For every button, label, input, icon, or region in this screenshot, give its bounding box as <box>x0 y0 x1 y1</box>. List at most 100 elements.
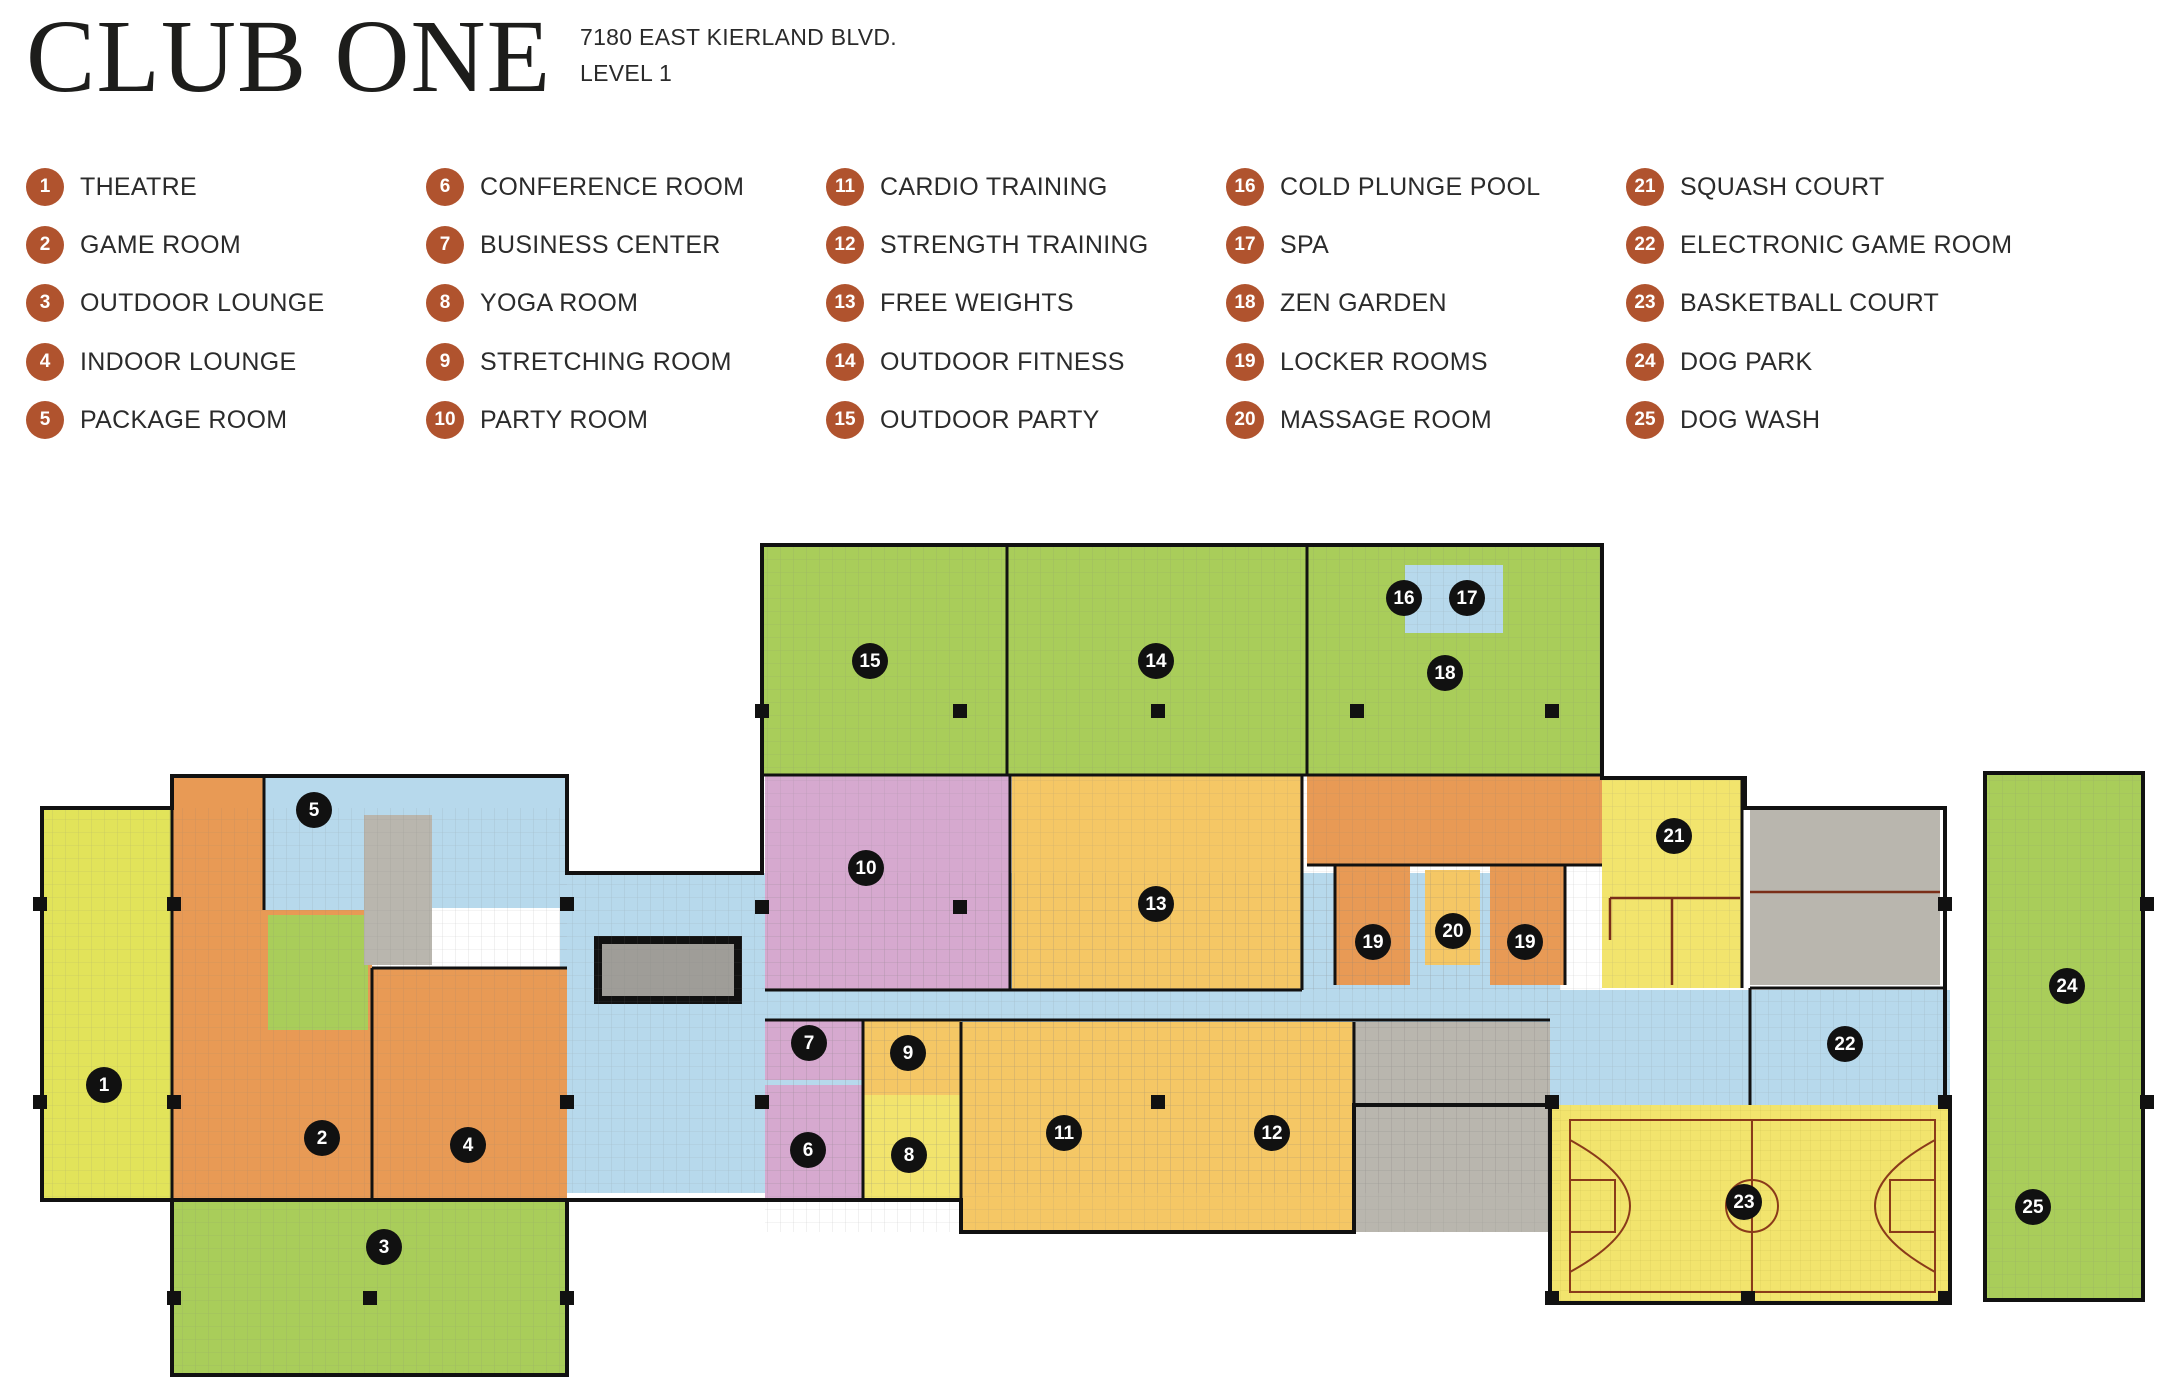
legend-label: SPA <box>1280 230 1330 259</box>
room-marker-label: 19 <box>1362 932 1383 953</box>
legend-item-6: 6 CONFERENCE ROOM <box>426 167 744 207</box>
room-marker-label: 25 <box>2022 1197 2044 1218</box>
legend-number-badge: 13 <box>826 284 864 322</box>
legend-item-3: 3 OUTDOOR LOUNGE <box>26 283 325 323</box>
legend-number-badge: 10 <box>426 401 464 439</box>
legend-number-badge: 12 <box>826 226 864 264</box>
legend-number-badge: 3 <box>26 284 64 322</box>
legend-number-badge: 22 <box>1626 226 1664 264</box>
room-marker-15: 15 <box>852 643 888 679</box>
room-marker-label: 24 <box>2056 976 2078 997</box>
legend-item-16: 16 COLD PLUNGE POOL <box>1226 167 1540 207</box>
legend-label: OUTDOOR FITNESS <box>880 347 1125 376</box>
legend-label: SQUASH COURT <box>1680 172 1885 201</box>
room-marker-label: 22 <box>1834 1034 1855 1055</box>
room-marker-label: 21 <box>1663 826 1685 847</box>
legend-number-badge: 21 <box>1626 168 1664 206</box>
legend-label: STRENGTH TRAINING <box>880 230 1149 259</box>
legend-label: BUSINESS CENTER <box>480 230 721 259</box>
room-marker-6: 6 <box>790 1132 826 1168</box>
room-marker-label: 4 <box>463 1135 474 1156</box>
room-marker-label: 3 <box>379 1237 390 1258</box>
legend-item-12: 12 STRENGTH TRAINING <box>826 225 1149 265</box>
legend-number-badge: 19 <box>1226 343 1264 381</box>
legend-number-badge: 20 <box>1226 401 1264 439</box>
room-marker-18: 18 <box>1427 655 1463 691</box>
legend-item-25: 25 DOG WASH <box>1626 400 1820 440</box>
room-marker-19: 19 <box>1355 924 1391 960</box>
legend-label: GAME ROOM <box>80 230 242 259</box>
legend-item-14: 14 OUTDOOR FITNESS <box>826 342 1125 382</box>
service-room <box>1750 810 1940 985</box>
legend-item-19: 19 LOCKER ROOMS <box>1226 342 1488 382</box>
room-marker-13: 13 <box>1138 886 1174 922</box>
legend-label: OUTDOOR LOUNGE <box>80 288 325 317</box>
room-marker-label: 13 <box>1145 894 1166 915</box>
room-marker-17: 17 <box>1449 580 1485 616</box>
room-marker-label: 7 <box>804 1033 815 1054</box>
legend-number-badge: 23 <box>1626 284 1664 322</box>
legend-number-badge: 16 <box>1226 168 1264 206</box>
room-marker-label: 19 <box>1514 932 1535 953</box>
legend-number-badge: 24 <box>1626 343 1664 381</box>
room-marker-3: 3 <box>366 1229 402 1265</box>
legend-label: CONFERENCE ROOM <box>480 172 745 201</box>
room-marker-label: 5 <box>309 800 320 821</box>
legend-number-badge: 9 <box>426 343 464 381</box>
room-marker-10: 10 <box>848 850 884 886</box>
legend-label: THEATRE <box>80 172 197 201</box>
room-marker-2: 2 <box>304 1120 340 1156</box>
legend-item-13: 13 FREE WEIGHTS <box>826 283 1074 323</box>
room-marker-label: 16 <box>1393 588 1414 609</box>
legend-label: COLD PLUNGE POOL <box>1280 172 1541 201</box>
legend-number-badge: 14 <box>826 343 864 381</box>
legend-item-7: 7 BUSINESS CENTER <box>426 225 721 265</box>
legend-label: LOCKER ROOMS <box>1280 347 1488 376</box>
room-marker-label: 18 <box>1434 663 1455 684</box>
room-marker-9: 9 <box>890 1035 926 1071</box>
floor-plan: 1234567891011121314151617181919202122232… <box>33 543 2154 1377</box>
room-marker-16: 16 <box>1386 580 1422 616</box>
legend-number-badge: 5 <box>26 401 64 439</box>
legend-label: STRETCHING ROOM <box>480 347 732 376</box>
room-marker-label: 23 <box>1733 1192 1754 1213</box>
legend-number-badge: 25 <box>1626 401 1664 439</box>
level-text: LEVEL 1 <box>580 60 673 86</box>
legend-number-badge: 18 <box>1226 284 1264 322</box>
room-marker-20: 20 <box>1435 913 1471 949</box>
room-marker-12: 12 <box>1254 1115 1290 1151</box>
legend-label: DOG WASH <box>1680 405 1821 434</box>
legend-number-badge: 17 <box>1226 226 1264 264</box>
room-marker-5: 5 <box>296 792 332 828</box>
legend-number-badge: 6 <box>426 168 464 206</box>
legend-item-17: 17 SPA <box>1226 225 1329 265</box>
page-title: CLUB ONE <box>26 0 552 114</box>
room-marker-label: 11 <box>1054 1123 1075 1144</box>
room-marker-label: 10 <box>855 858 876 879</box>
room-marker-label: 8 <box>904 1145 915 1166</box>
room-marker-label: 2 <box>317 1128 328 1149</box>
room-marker-11: 11 <box>1046 1115 1082 1151</box>
room-marker-8: 8 <box>891 1137 927 1173</box>
room-marker-label: 14 <box>1145 651 1167 672</box>
room-marker-label: 20 <box>1442 921 1463 942</box>
room-marker-7: 7 <box>791 1025 827 1061</box>
room-marker-21: 21 <box>1656 818 1692 854</box>
legend-label: OUTDOOR PARTY <box>880 405 1100 434</box>
room-marker-24: 24 <box>2049 968 2085 1004</box>
legend-number-badge: 8 <box>426 284 464 322</box>
room-marker-1: 1 <box>86 1067 122 1103</box>
legend-number-badge: 7 <box>426 226 464 264</box>
legend-item-21: 21 SQUASH COURT <box>1626 167 1885 207</box>
legend-label: FREE WEIGHTS <box>880 288 1074 317</box>
room-marker-label: 1 <box>99 1075 110 1096</box>
